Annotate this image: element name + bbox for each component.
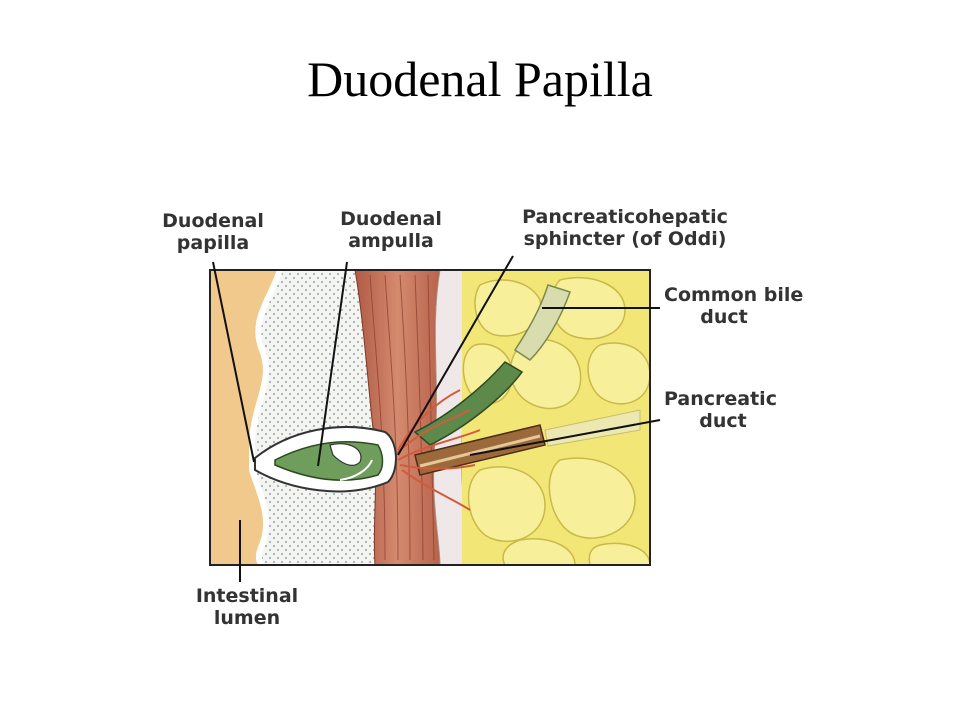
slide-title: Duodenal Papilla (307, 51, 653, 107)
mucosa-surface (249, 270, 283, 565)
label-intestinal-lumen: Intestinal lumen (195, 585, 299, 629)
leader-lines (212, 255, 661, 582)
leader-pancreatic-duct (469, 419, 661, 456)
leader-sphincter (397, 255, 514, 456)
label-sphincter: Pancreaticohepatic sphincter (of Oddi) (522, 206, 728, 250)
label-duodenal-ampulla: Duodenal ampulla (340, 208, 442, 252)
leader-duodenal-papilla (212, 261, 255, 463)
leader-duodenal-ampulla (317, 261, 348, 467)
label-pancreatic-duct: Pancreatic duct (664, 388, 777, 432)
illustration-frame (209, 269, 651, 566)
common-bile-duct-shape (513, 284, 571, 361)
label-common-bile-duct: Common bile duct (664, 284, 804, 328)
label-duodenal-papilla: Duodenal papilla (162, 210, 264, 254)
illustration-content (210, 270, 650, 565)
